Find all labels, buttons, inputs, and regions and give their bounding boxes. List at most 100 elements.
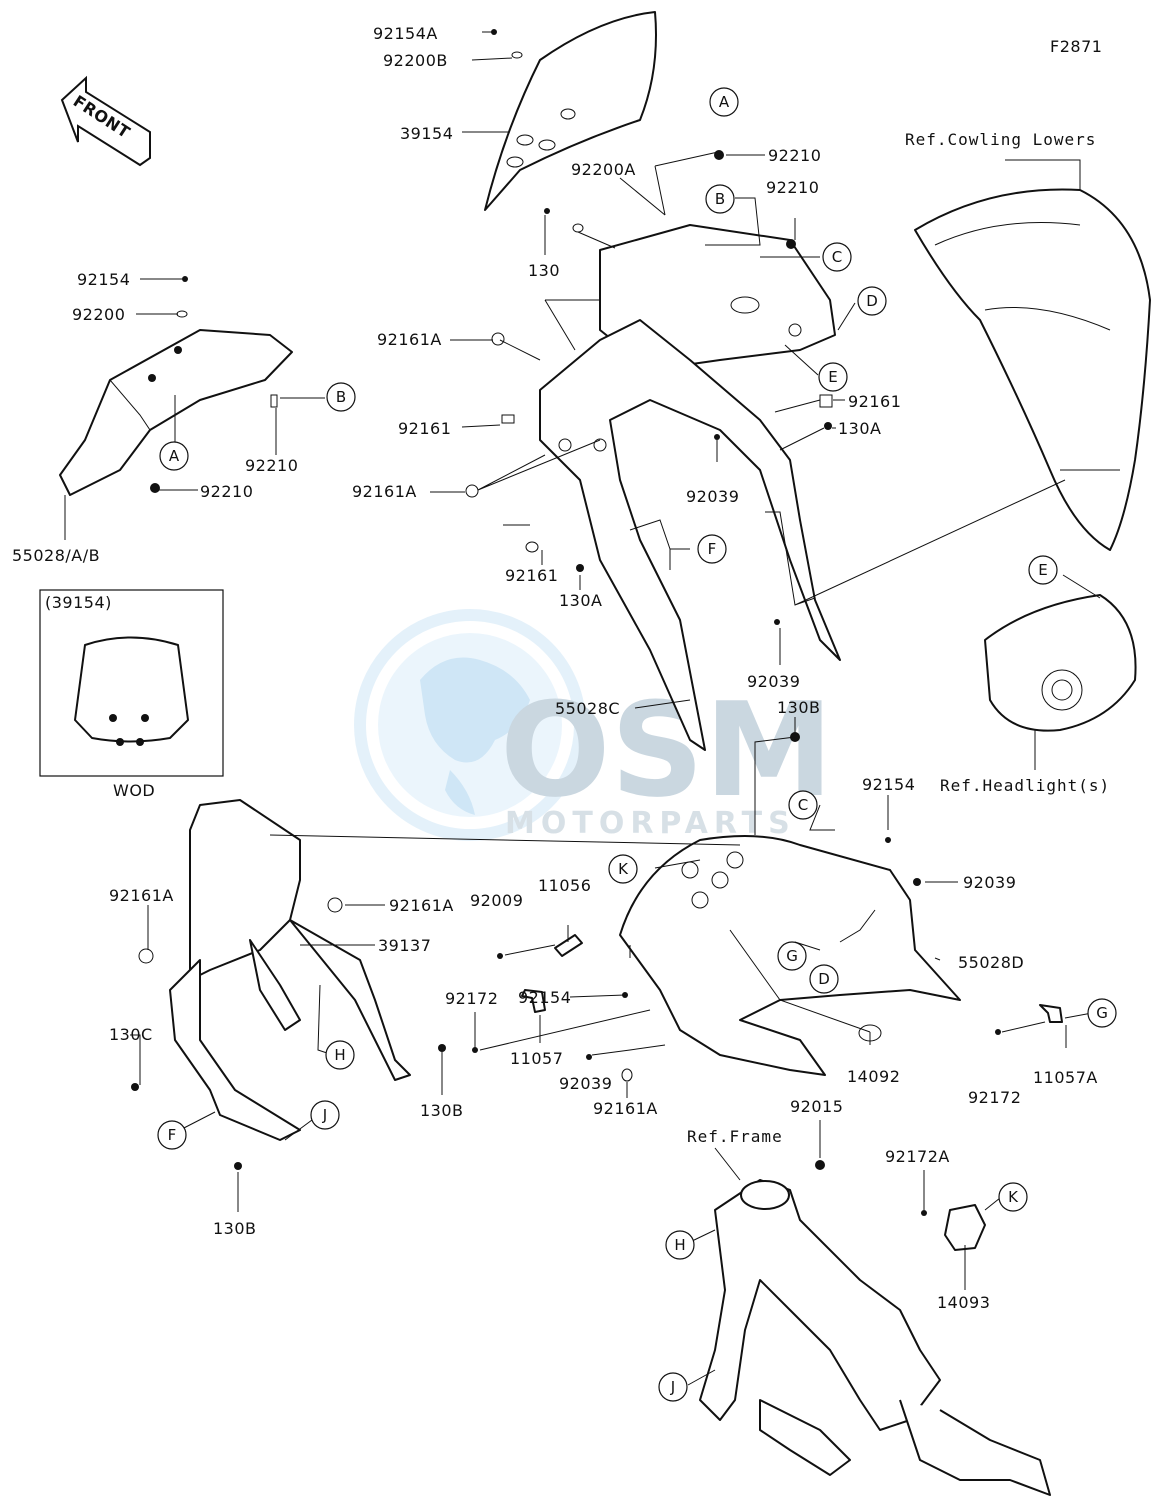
label-130A-low: 130A	[559, 591, 602, 610]
label-130C: 130C	[109, 1025, 153, 1044]
label-92161A-top: 92161A	[377, 330, 442, 349]
callout-J-stay: J	[310, 1100, 340, 1130]
label-92154-right: 92154	[862, 775, 915, 794]
label-11057A: 11057A	[1033, 1068, 1098, 1087]
watermark-logo: OSM	[500, 674, 834, 826]
fasteners	[131, 29, 1001, 1216]
label-92039-low: 92039	[747, 672, 800, 691]
callout-G-right: G	[1087, 998, 1117, 1028]
callout-G-mid: G	[777, 941, 807, 971]
front-direction-arrow: FRONT	[60, 75, 151, 167]
svg-text:K: K	[1008, 1188, 1019, 1206]
label-92172A: 92172A	[885, 1147, 950, 1166]
label-92154-mid: 92154	[518, 988, 571, 1007]
svg-text:E: E	[828, 368, 837, 386]
svg-text:C: C	[798, 796, 808, 814]
label-11057: 11057	[510, 1049, 563, 1068]
label-14093: 14093	[937, 1293, 990, 1312]
label-92161A-mid: 92161A	[352, 482, 417, 501]
bracket-14093	[944, 1204, 986, 1251]
callout-J-frame: J	[658, 1372, 688, 1402]
label-92161A-left: 92161A	[389, 896, 454, 915]
label-ref-headlights: Ref.Headlight(s)	[940, 776, 1110, 795]
label-92161A-bot: 92161A	[593, 1099, 658, 1118]
watermark: OSM MOTORPARTS	[354, 609, 834, 841]
callout-H-frame: H	[665, 1230, 695, 1260]
frame	[699, 1179, 1051, 1496]
label-130: 130	[528, 261, 560, 280]
leader-lines	[64, 31, 1101, 1386]
label-55028C: 55028C	[555, 699, 620, 718]
bracket-11057	[521, 989, 546, 1013]
label-92154A: 92154A	[373, 24, 438, 43]
inset-caption: WOD	[113, 781, 155, 800]
label-130B-mid: 130B	[420, 1101, 464, 1120]
label-ref-frame: Ref.Frame	[687, 1127, 783, 1146]
callout-H-stay: H	[325, 1040, 355, 1070]
svg-text:F: F	[168, 1126, 177, 1144]
svg-text:E: E	[1038, 561, 1047, 579]
callout-K-mid: K	[608, 854, 638, 884]
svg-text:J: J	[322, 1106, 327, 1124]
svg-text:G: G	[1096, 1004, 1108, 1022]
label-55028D: 55028D	[958, 953, 1024, 972]
svg-text:C: C	[832, 248, 842, 266]
svg-text:B: B	[336, 388, 346, 406]
svg-text:D: D	[866, 292, 878, 310]
callout-A-top: A	[709, 87, 739, 117]
svg-text:G: G	[786, 947, 798, 965]
windshield	[484, 11, 657, 211]
svg-text:K: K	[618, 860, 629, 878]
label-92161-low: 92161	[505, 566, 558, 585]
callout-K-frame: K	[998, 1182, 1028, 1212]
label-130A-right: 130A	[838, 419, 881, 438]
callout-F-mid: F	[697, 534, 727, 564]
callout-E-top: E	[818, 362, 848, 392]
inset-wod-windshield: (39154) WOD	[39, 589, 224, 800]
cowling-lowers	[914, 188, 1151, 551]
label-92200A: 92200A	[571, 160, 636, 179]
label-92161-left: 92161	[398, 419, 451, 438]
callout-C-top: C	[822, 242, 852, 272]
label-92039-right: 92039	[963, 873, 1016, 892]
label-92009: 92009	[470, 891, 523, 910]
label-ref-cowling-lowers: Ref.Cowling Lowers	[905, 130, 1096, 149]
bracket-11057A	[1039, 1004, 1063, 1023]
svg-text:A: A	[169, 447, 180, 465]
svg-text:F: F	[708, 540, 717, 558]
label-92015: 92015	[790, 1097, 843, 1116]
figure-code: F2871	[1050, 37, 1102, 56]
label-92210-top: 92210	[768, 146, 821, 165]
cowl-stay	[169, 799, 411, 1141]
svg-text:A: A	[719, 93, 730, 111]
svg-text:B: B	[715, 190, 725, 208]
label-92172-right: 92172	[968, 1088, 1021, 1107]
label-92200B: 92200B	[383, 51, 448, 70]
inset-title: (39154)	[45, 593, 112, 612]
label-92172-mid: 92172	[445, 989, 498, 1008]
label-92200-left: 92200	[72, 305, 125, 324]
part-labels: 92154A 92200B 39154 92210 92200A 92210 1…	[12, 24, 1110, 1312]
svg-text:D: D	[818, 970, 830, 988]
label-92210-left2: 92210	[200, 482, 253, 501]
callout-C-mid: C	[788, 790, 818, 820]
label-130B-top: 130B	[777, 698, 821, 717]
callout-A-left: A	[159, 441, 189, 471]
svg-text:H: H	[674, 1236, 685, 1254]
label-92161A-frame: 92161A	[109, 886, 174, 905]
label-92154-left: 92154	[77, 270, 130, 289]
svg-text:J: J	[670, 1378, 675, 1396]
callout-D-mid: D	[809, 964, 839, 994]
callouts: A B C D E A B E F C K G D G H F J H K J	[157, 87, 1117, 1402]
label-39154: 39154	[400, 124, 453, 143]
label-92039-mid: 92039	[686, 487, 739, 506]
svg-text:H: H	[334, 1046, 345, 1064]
callout-D-top: D	[857, 286, 887, 316]
headlight	[984, 594, 1137, 732]
label-39137: 39137	[378, 936, 431, 955]
label-92161-right: 92161	[848, 392, 901, 411]
callout-B-left: B	[326, 382, 356, 412]
callout-F-stay: F	[157, 1120, 187, 1150]
